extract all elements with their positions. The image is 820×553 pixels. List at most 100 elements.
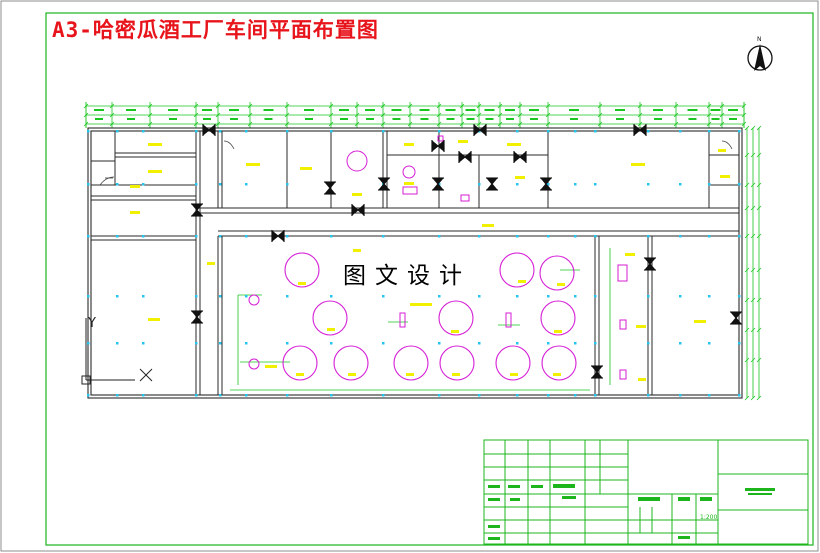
dimension-value-mark: [615, 109, 625, 111]
column-grid-mark: [679, 342, 682, 345]
column-grid-mark: [116, 394, 119, 397]
column-grid-mark: [516, 394, 519, 397]
dimension-value-mark: [710, 109, 721, 111]
dimension-value-mark: [729, 118, 737, 120]
door-leaf-icon: [458, 150, 466, 164]
room-label-text: [518, 280, 526, 283]
dimension-value-mark: [616, 118, 624, 120]
column-grid-mark: [516, 130, 519, 133]
title-block: [483, 439, 809, 545]
fermentation-tank: [312, 300, 348, 336]
dimension-value-mark: [126, 109, 136, 111]
dimension-tick: [756, 205, 762, 211]
column-grid-mark: [142, 342, 145, 345]
door-leaf-icon: [323, 181, 337, 189]
column-grid-mark: [574, 394, 577, 397]
room-labels: [130, 140, 730, 381]
dimension-tick: [744, 267, 750, 273]
column-grid-mark: [547, 295, 550, 298]
fermentation-tank: [393, 345, 429, 381]
column-grid-mark: [330, 295, 333, 298]
fermentation-tank: [541, 345, 577, 381]
dimension-value-mark: [688, 118, 697, 120]
fermentation-tanks: [282, 252, 577, 381]
door-leaf-icon: [519, 150, 527, 164]
column-grid-mark: [594, 295, 597, 298]
room-label-text: [515, 176, 525, 179]
column-grid-mark: [87, 342, 90, 345]
dimension-value-mark: [466, 118, 475, 120]
dimension-tick: [756, 395, 762, 401]
room-label-text: [148, 318, 160, 321]
dimension-tick: [750, 182, 756, 188]
column-grid-mark: [478, 295, 481, 298]
column-grid-mark: [738, 342, 741, 345]
column-grid-mark: [382, 295, 385, 298]
dimension-tick: [750, 152, 756, 158]
column-grid-mark: [382, 130, 385, 133]
dimension-value-mark: [485, 118, 494, 120]
column-grid-mark: [679, 295, 682, 298]
room-label-text: [482, 224, 494, 227]
column-grid-mark: [245, 295, 248, 298]
door-leaf-icon: [202, 123, 210, 137]
room-label-text: [327, 328, 335, 331]
door-leaf-icon: [431, 177, 445, 185]
dimension-value-mark: [506, 118, 514, 120]
column-grid-mark: [574, 183, 577, 186]
door-symbols: [190, 123, 743, 379]
dimension-tick: [744, 327, 750, 333]
column-grid-mark: [195, 130, 198, 133]
room-label-text: [694, 320, 706, 323]
dimension-tick: [756, 357, 762, 363]
column-grid-mark: [438, 130, 441, 133]
dimension-value-mark: [264, 118, 273, 120]
dimension-value-mark: [263, 109, 274, 111]
small-vessels: [248, 135, 628, 380]
dimension-value-mark: [654, 118, 662, 120]
column-grid-mark: [478, 183, 481, 186]
dimension-value-mark: [391, 109, 402, 111]
dimension-tick: [744, 233, 750, 239]
column-grid-mark: [245, 394, 248, 397]
fermentation-tank: [284, 252, 320, 288]
column-grid-mark: [516, 183, 519, 186]
column-grid-mark: [547, 235, 550, 238]
column-grid-mark: [219, 342, 222, 345]
column-grid-mark: [647, 130, 650, 133]
column-grid-mark: [708, 235, 711, 238]
column-grid-mark: [708, 130, 711, 133]
room-label-text: [404, 143, 414, 146]
column-grid-mark: [574, 342, 577, 345]
dimension-tick: [750, 395, 756, 401]
column-grid-mark: [245, 183, 248, 186]
dimension-value-mark: [366, 118, 374, 120]
dimension-value-mark: [484, 109, 495, 111]
room-label-text: [148, 170, 162, 173]
column-grid-mark: [195, 295, 198, 298]
column-grid-mark: [219, 235, 222, 238]
room-label-text: [510, 373, 518, 376]
dimension-tick: [744, 182, 750, 188]
column-grid-mark: [286, 130, 289, 133]
column-grid-mark: [245, 342, 248, 345]
axis-y-label: Y: [87, 316, 96, 331]
dimension-value-mark: [653, 109, 663, 111]
column-grid-mark: [547, 130, 550, 133]
column-grid-mark: [219, 183, 222, 186]
room-label-text: [554, 330, 562, 333]
fermentation-tank: [439, 345, 475, 381]
room-label-text: [352, 193, 362, 196]
dimension-value-mark: [569, 109, 579, 111]
column-grid-mark: [330, 235, 333, 238]
column-grid-mark: [382, 235, 385, 238]
column-grid-mark: [594, 394, 597, 397]
column-grid-mark: [142, 130, 145, 133]
column-grid-mark: [116, 295, 119, 298]
column-grid-mark: [516, 342, 519, 345]
column-grid-mark: [647, 183, 650, 186]
room-label-text: [553, 373, 561, 376]
dimension-value-mark: [203, 118, 211, 120]
column-grid-mark: [708, 394, 711, 397]
